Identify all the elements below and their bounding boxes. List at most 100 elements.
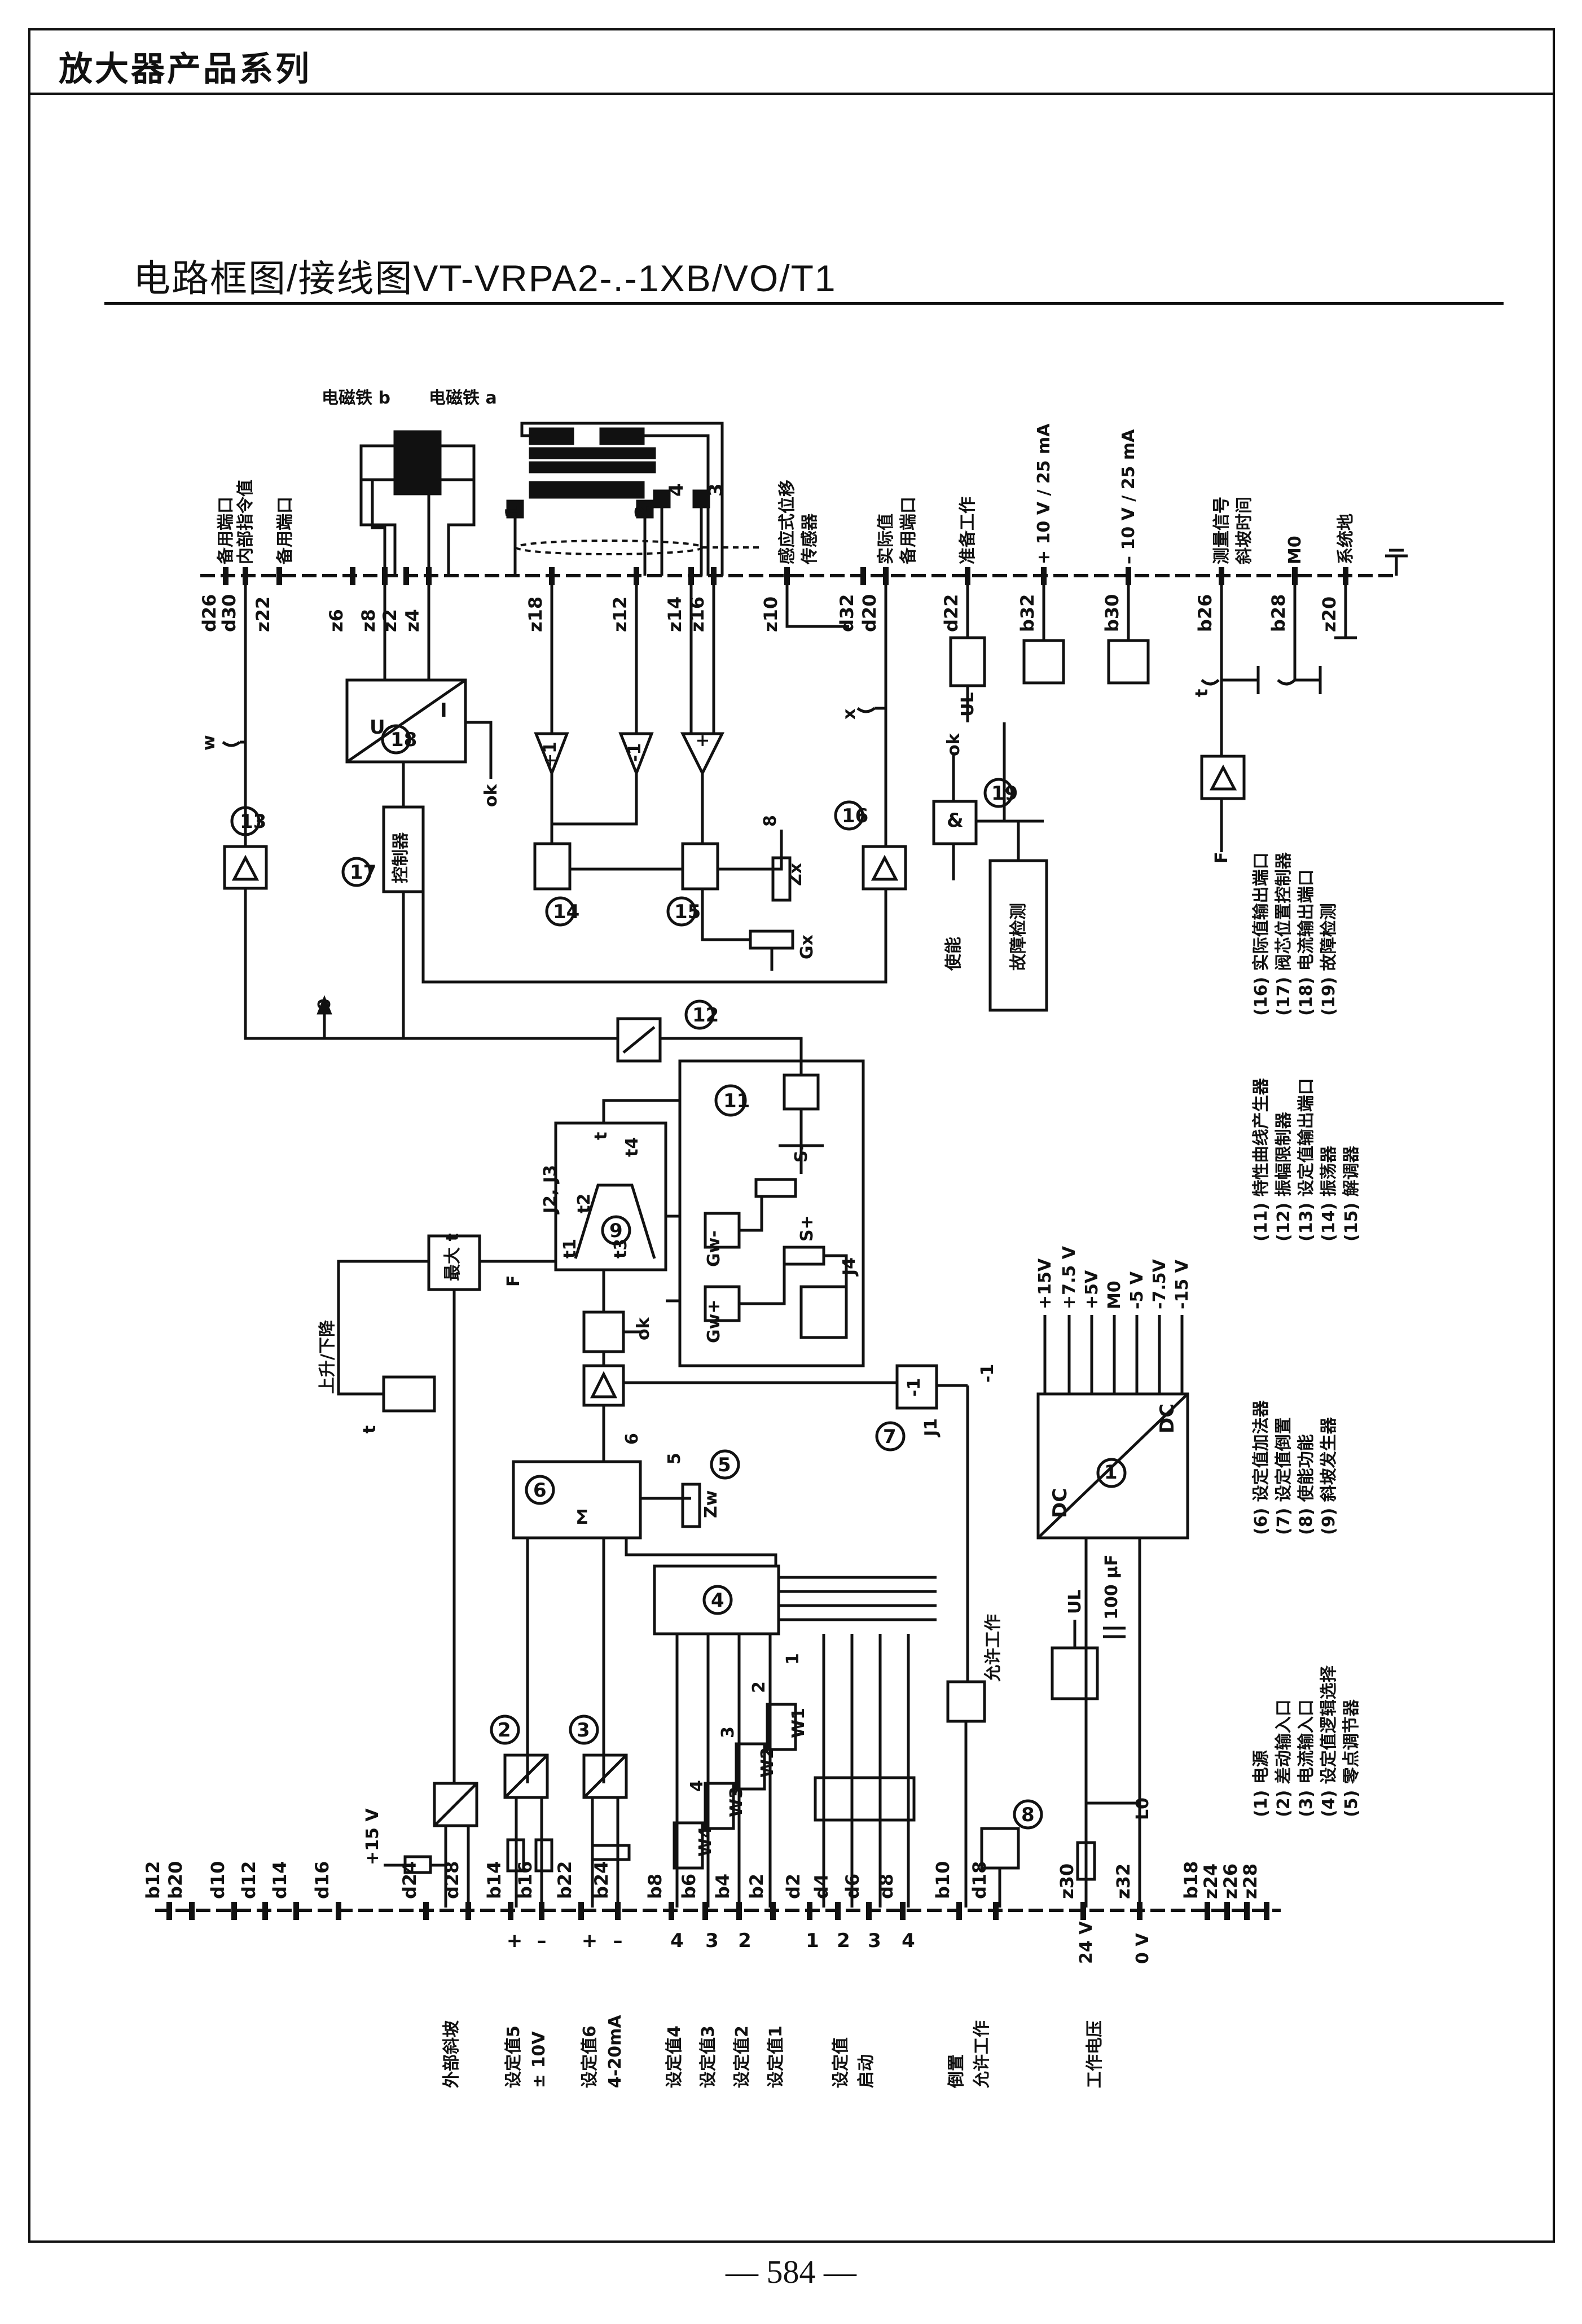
s3-mark: 3	[868, 1930, 881, 1952]
ramp-time-label: 斜坡时间	[1234, 497, 1254, 564]
bottom-pin-markers	[166, 1902, 1269, 1920]
j1-box-label: -1	[904, 1378, 924, 1397]
updown-label: 上升/下降	[318, 1319, 337, 1394]
legend-c-3: (9) 斜坡发生器	[1319, 1417, 1339, 1535]
demod14-num-label: 14	[553, 901, 579, 923]
supply-label: 工作电压	[1085, 2020, 1105, 2088]
legend-c-1: (7) 设定值倒置	[1274, 1417, 1294, 1535]
sp3-label: 设定值3	[698, 2025, 718, 2088]
coil-core-2	[529, 461, 656, 473]
and-gate-sym: &	[947, 809, 964, 832]
w1-label: W1	[789, 1708, 808, 1738]
bottom-pin-mark-b2	[770, 1902, 776, 1920]
bottom-pin-d28: d28	[441, 1861, 463, 1899]
rail-label-2: +5V	[1082, 1270, 1102, 1309]
j4-limiter	[799, 1285, 848, 1339]
j1-num-label: 7	[883, 1426, 897, 1448]
top-pin-z12: z12	[609, 597, 631, 632]
coil-2-label: 2	[631, 505, 654, 518]
legend-a-1: (17) 阀芯位置控制器	[1274, 852, 1294, 1016]
test-amp	[1200, 755, 1246, 800]
minus10v-label: – 10 V / 25 mA	[1119, 429, 1139, 564]
rail-label-6: -15 V	[1172, 1259, 1192, 1309]
top-pin-z14: z14	[664, 597, 685, 632]
sp-start-label-a: 设定值	[831, 2037, 851, 2088]
rail-label-4: -5 V	[1127, 1271, 1147, 1309]
bottom-pin-b6: b6	[678, 1874, 700, 1899]
bottom-pin-b8: b8	[644, 1874, 666, 1899]
bottom-pin-b22: b22	[554, 1861, 575, 1899]
sum-11	[783, 1073, 820, 1111]
logic4-num-label: 4	[711, 1589, 724, 1612]
osc15-num-label: 15	[674, 901, 701, 923]
bottom-pin-mark-d8	[900, 1902, 906, 1920]
bottom-pin-z24: z24	[1200, 1863, 1221, 1899]
ui-i-label: I	[440, 699, 447, 722]
current-input-3	[582, 1753, 628, 1799]
sp-start-label-b: 启动	[856, 2054, 876, 2088]
top-pin-b28: b28	[1268, 594, 1289, 632]
n4-mark: 4	[670, 1930, 684, 1952]
bottom-pin-mark-b10	[956, 1902, 962, 1920]
ui-num-label: 18	[390, 729, 417, 751]
minus-5-mark: –	[537, 1930, 547, 1952]
top-pin-b30: b30	[1101, 594, 1123, 632]
allow-work-trigger	[946, 1680, 986, 1723]
logic-select-4	[653, 1564, 780, 1635]
coil-a1	[529, 427, 574, 445]
and-gate-num: 19	[991, 782, 1018, 805]
driver-plus10v	[1022, 639, 1065, 685]
legend-b-3: (14) 振荡器	[1319, 1145, 1339, 1242]
spare-port-2-label: 备用端口	[275, 497, 295, 564]
legend-c-0: (6) 设定值加法器	[1251, 1400, 1271, 1535]
sp2-label: 设定值2	[732, 2025, 752, 2088]
gx-label: Gx	[797, 935, 817, 959]
plus-6-mark: +	[582, 1930, 598, 1952]
legend-b-1: (12) 振幅限制器	[1274, 1111, 1294, 1242]
plus-5-mark: +	[507, 1930, 523, 1952]
bottom-pin-mark-z28	[1264, 1902, 1269, 1920]
ramp9-num-label: 9	[609, 1220, 623, 1242]
bottom-pin-mark-d24	[423, 1902, 429, 1920]
six-out-label: 6	[622, 1433, 642, 1445]
top-pin-mark-d26	[223, 567, 228, 585]
w3-pot	[704, 1782, 735, 1830]
spare-port-1-label: 备用端口	[216, 497, 236, 564]
diff-input-2	[503, 1753, 549, 1799]
bottom-pin-d8: d8	[876, 1874, 897, 1899]
magnet-b-label: 电磁铁 b	[322, 388, 390, 408]
magnet-core	[393, 430, 442, 496]
thermistor-t-label: t	[360, 1426, 380, 1433]
sp6-label-b: 4-20mA	[605, 2015, 625, 2088]
bottom-pin-d16: d16	[311, 1861, 333, 1899]
header-title: 放大器产品系列	[59, 50, 311, 88]
bottom-pin-d6: d6	[842, 1874, 863, 1899]
bottom-pin-mark-d18	[993, 1902, 999, 1920]
power-rails	[1043, 1315, 1184, 1394]
w2-pot	[735, 1742, 766, 1791]
zw-num-label: 5	[718, 1454, 731, 1476]
coil-core-1	[529, 447, 656, 459]
ext-ramp-conv	[433, 1782, 478, 1827]
legend-b-4: (15) 解调器	[1342, 1145, 1361, 1242]
bottom-pin-b14: b14	[484, 1861, 505, 1899]
conv3-num-label: 3	[577, 1719, 590, 1742]
ready-label: 准备工作	[958, 497, 978, 564]
amp-plus1-label: +1	[540, 742, 560, 768]
invert-label-a: 倒置	[947, 2054, 966, 2089]
bottom-pin-mark-d28	[465, 1902, 471, 1920]
sensor-label-1: 感应式位移	[777, 480, 797, 564]
ramp9-t2-label: t2	[574, 1194, 594, 1213]
bottom-pin-mark-z24	[1224, 1902, 1230, 1920]
bottom-pin-mark-b4	[736, 1902, 742, 1920]
ramp-generator-9	[554, 1121, 667, 1271]
legend-d-4: (5) 零点调节器	[1342, 1699, 1361, 1817]
m0-label: M0	[1285, 536, 1305, 564]
conv2-num-label: 2	[498, 1719, 511, 1742]
enable-label: 使能	[944, 937, 964, 971]
characteristic-box-11	[678, 1059, 865, 1367]
bottom-pin-b4: b4	[712, 1874, 733, 1899]
dc-left-label: DC	[1049, 1488, 1071, 1518]
w1-pot	[766, 1703, 797, 1751]
